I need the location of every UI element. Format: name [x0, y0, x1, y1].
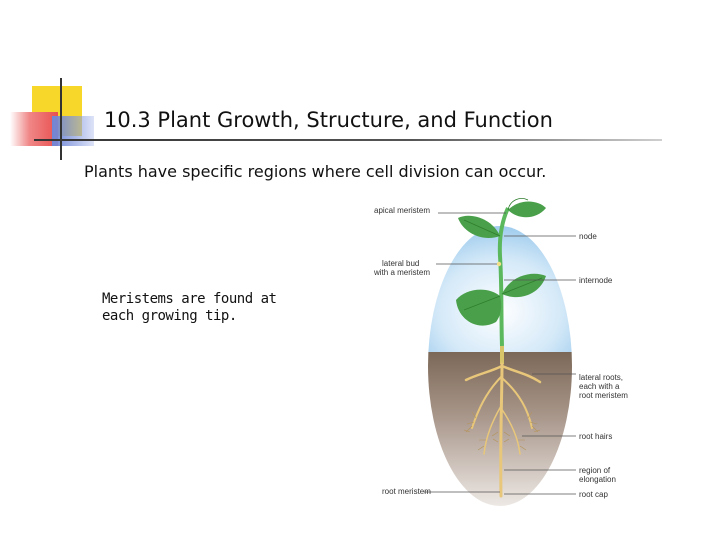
lateral-bud — [496, 261, 502, 267]
meristem-note: Meristems are found at each growing tip. — [102, 291, 277, 324]
slide-title: 10.3 Plant Growth, Structure, and Functi… — [104, 108, 553, 132]
title-underline — [34, 139, 662, 141]
label-lateral-bud-1: lateral bud — [382, 259, 419, 268]
label-root-cap: root cap — [579, 490, 608, 499]
label-internode: internode — [579, 276, 613, 285]
label-region-elongation-2: elongation — [579, 475, 616, 484]
label-region-elongation-1: region of — [579, 466, 611, 475]
label-lateral-bud-2: with a meristem — [373, 268, 430, 277]
label-root-hairs: root hairs — [579, 432, 612, 441]
plant-meristem-diagram: apical meristem lateral bud with a meris… — [373, 198, 628, 506]
slide-subtitle: Plants have specific regions where cell … — [84, 162, 547, 181]
label-lateral-roots-3: root meristem — [579, 391, 628, 400]
leader-lines — [424, 212, 576, 495]
leaves — [456, 198, 546, 326]
roots — [464, 362, 542, 498]
label-root-meristem: root meristem — [382, 487, 431, 496]
label-node: node — [579, 232, 597, 241]
decor-blue-square — [52, 116, 94, 146]
root-hairs — [463, 411, 541, 451]
label-lateral-roots-1: lateral roots, — [579, 373, 623, 382]
label-lateral-roots-2: each with a — [579, 382, 620, 391]
label-apical-meristem: apical meristem — [374, 206, 430, 215]
decor-vertical-line — [60, 78, 62, 160]
stem — [497, 207, 510, 347]
